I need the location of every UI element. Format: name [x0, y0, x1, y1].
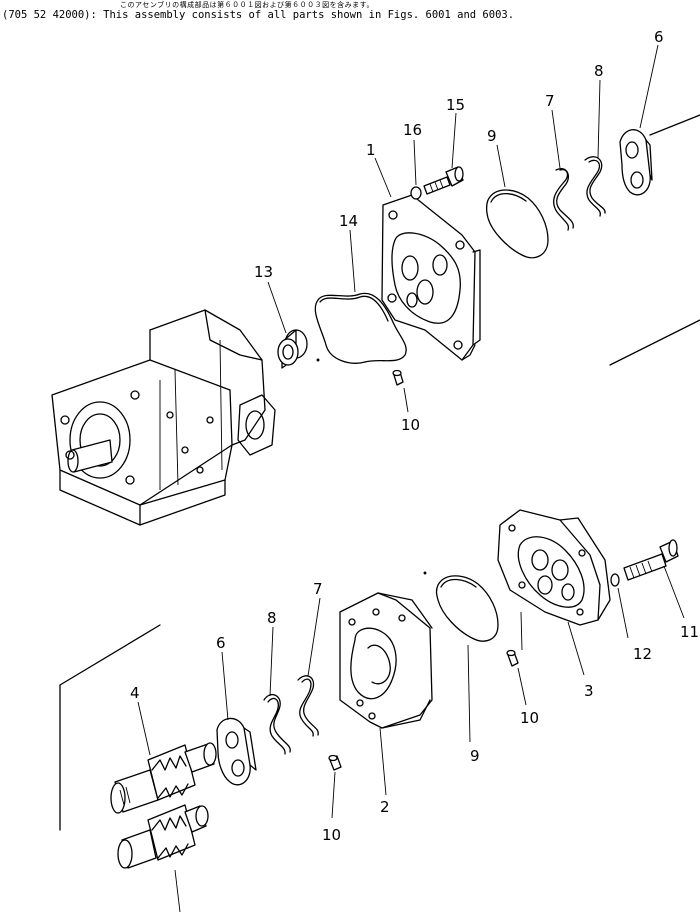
bolt-15	[423, 166, 464, 195]
callout-13: 13	[254, 263, 273, 281]
callout-6-bottom: 6	[216, 634, 226, 652]
callout-15: 15	[446, 96, 465, 114]
header-english: (705 52 42000): This assembly consists o…	[2, 9, 515, 21]
callout-1: 1	[366, 141, 376, 159]
callout-14: 14	[339, 212, 358, 230]
seal-14	[314, 292, 407, 364]
callout-3: 3	[584, 682, 594, 700]
backup-ring-7-top	[553, 168, 574, 231]
leader-lines	[137, 44, 685, 913]
callout-9-top: 9	[487, 127, 497, 145]
cover-plate-1	[381, 194, 481, 361]
callout-11: 11	[680, 623, 699, 641]
callout-10-top: 10	[401, 416, 420, 434]
washer-16	[410, 186, 422, 200]
callout-labels: 1 16 15 9 7 8 6 14 13 10 11 12 3 9 10 7 …	[130, 28, 699, 844]
bolt-11	[623, 539, 679, 581]
bearing-13	[277, 329, 308, 369]
backup-ring-8-top	[584, 156, 606, 217]
callout-7-top: 7	[545, 92, 555, 110]
callout-12: 12	[633, 645, 652, 663]
callout-8-top: 8	[594, 62, 604, 80]
backup-ring-8-bottom	[263, 693, 291, 755]
washer-12	[610, 573, 620, 587]
callout-4: 4	[130, 684, 140, 702]
callout-2: 2	[380, 798, 390, 816]
seal-9-top	[485, 189, 549, 259]
callout-10-right: 10	[520, 709, 539, 727]
callout-7-bottom: 7	[313, 580, 323, 598]
seal-9-bottom	[435, 575, 499, 642]
callout-9-bottom: 9	[470, 747, 480, 765]
callout-8-bottom: 8	[267, 609, 277, 627]
rear-cover-3	[497, 509, 611, 626]
pump-assembly	[51, 309, 276, 526]
drive-gear-4	[110, 742, 217, 814]
driven-gear	[117, 804, 209, 869]
wear-plate-6-top	[619, 129, 653, 196]
gear-housing-2	[339, 592, 433, 729]
callout-10-center: 10	[322, 826, 341, 844]
wear-plate-6-bottom	[216, 717, 257, 786]
callout-16: 16	[403, 121, 422, 139]
header-japanese: このアセンブリの構成部品は第６００１図および第６００３図を含みます。	[120, 1, 374, 9]
callout-6-top: 6	[654, 28, 664, 46]
backup-ring-7-bottom	[297, 675, 319, 737]
